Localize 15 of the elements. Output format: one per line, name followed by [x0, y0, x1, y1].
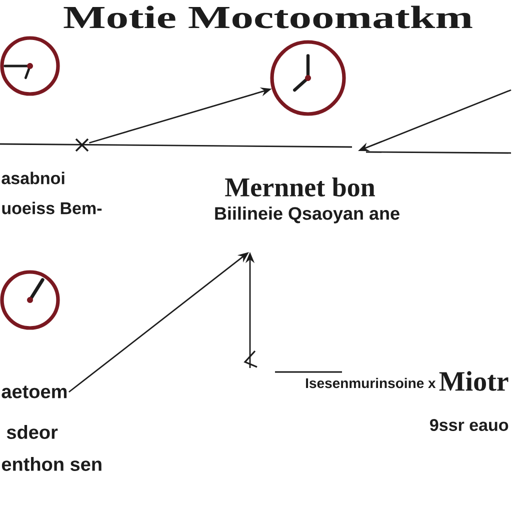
title: Motie Moctoomatkm	[64, 6, 472, 28]
label: aetoem	[2, 386, 67, 398]
clock-icon	[0, 270, 60, 330]
label: uoeiss Bem-	[2, 202, 102, 214]
label: Biilineie Qsaoyan ane	[215, 206, 400, 224]
clock-icon	[270, 40, 346, 116]
heading: Miotr	[439, 371, 508, 391]
label: Isesenmurinsoine x	[306, 378, 436, 388]
cross-mark	[75, 138, 89, 152]
label: sdeor	[6, 425, 58, 439]
label: 9ssr eauo	[430, 418, 508, 432]
heading: Mernnet bon	[225, 178, 375, 196]
label: asabnoi	[2, 172, 64, 184]
clock-icon	[0, 36, 60, 96]
label: enthon sen	[2, 457, 102, 471]
